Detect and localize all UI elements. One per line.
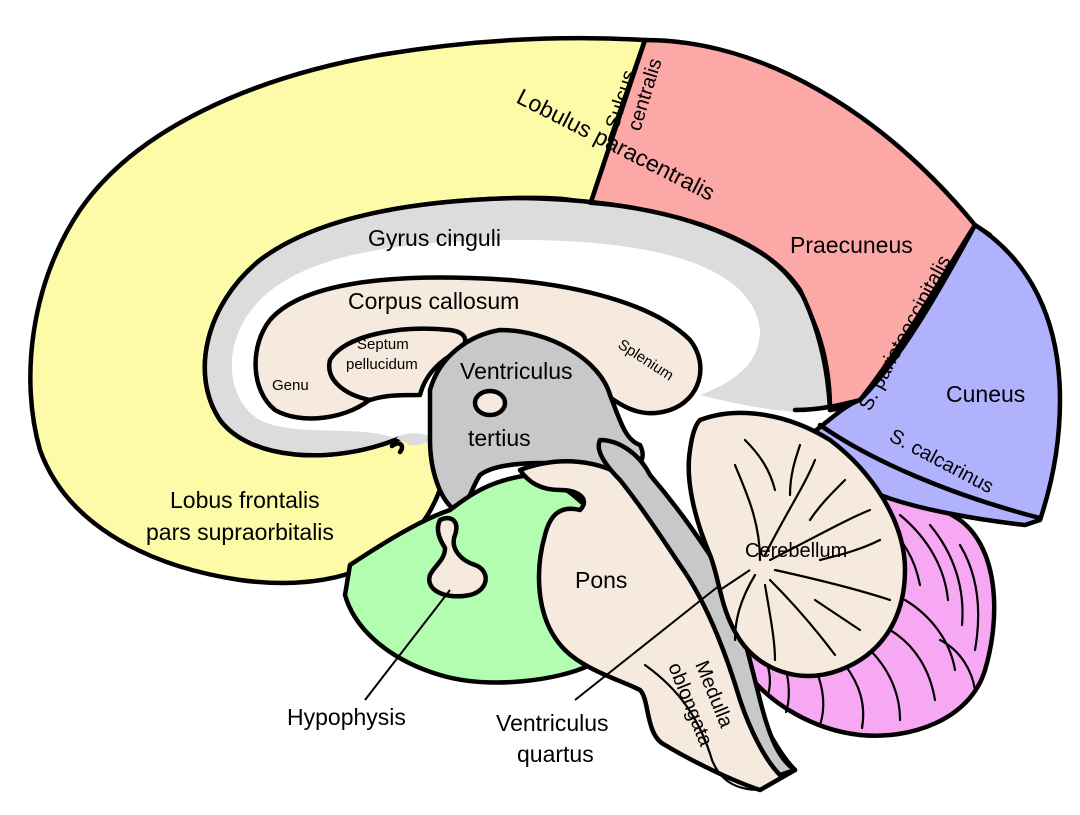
sulcus-centralis-line <box>607 37 648 143</box>
label-septum: Septum <box>357 336 409 353</box>
label-genu: Genu <box>272 377 309 394</box>
hypophysis-region <box>427 515 488 599</box>
label-ventriculus-quartus-2: quartus <box>517 741 594 767</box>
label-corpus-callosum: Corpus callosum <box>348 288 519 314</box>
hypophysis-leader <box>364 589 451 701</box>
label-lobus-frontalis-1: Lobus frontalis <box>170 487 320 513</box>
cerebellum-leader <box>719 569 751 591</box>
label-ventriculus-quartus-1: Ventriculus <box>496 710 609 736</box>
ventriculus-quartus-leader <box>574 584 721 701</box>
label-cuneus: Cuneus <box>946 381 1025 407</box>
sulcus-parietooccipitalis-line <box>792 222 978 413</box>
cerebellum-region <box>686 410 908 679</box>
label-cerebellum: Cerebellum <box>745 540 847 562</box>
occipital-region <box>807 222 1063 528</box>
sulcus-calcarinus-line <box>817 422 1043 521</box>
label-pons: Pons <box>575 567 627 593</box>
label-pellucidum: pellucidum <box>346 356 418 373</box>
label-praecuneus: Praecuneus <box>790 232 913 258</box>
label-hypophysis: Hypophysis <box>287 704 406 730</box>
label-gyrus-cinguli: Gyrus cinguli <box>368 225 501 251</box>
label-ventriculus-tertius-2: tertius <box>468 425 531 451</box>
ventriculus-quartus-region <box>596 437 798 778</box>
label-ventriculus-tertius-1: Ventriculus <box>460 358 573 384</box>
label-lobus-frontalis-2: pars supraorbitalis <box>146 519 334 545</box>
cerebellum-arbor-lines <box>733 438 892 662</box>
massa-intermedia <box>472 388 508 418</box>
gyrus-cinguli-region <box>204 197 831 456</box>
